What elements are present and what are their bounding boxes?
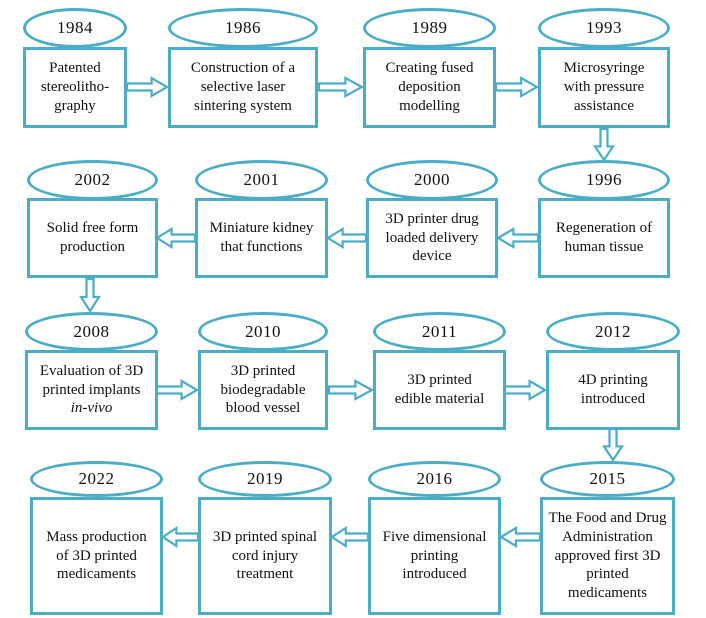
milestone-box-1986: Construction of a selective laser sinter… — [168, 47, 318, 128]
milestone-2010: 2010 3D printed biodegradable blood vess… — [198, 312, 328, 430]
milestone-1996: 1996 Regeneration of human tissue — [538, 160, 670, 278]
milestone-2015: 2015 The Food and Drug Administration ap… — [540, 461, 675, 615]
year-label: 1996 — [586, 170, 622, 189]
milestone-2000: 2000 3D printer drug loaded delivery dev… — [366, 160, 498, 278]
milestone-label: Miniature kidney that functions — [209, 220, 314, 255]
year-ellipse-2012: 2012 — [546, 312, 680, 351]
arrow-2012-to-2015-icon — [603, 429, 623, 461]
milestone-box-2008: Evaluation of 3D printed implants in-vivo — [25, 350, 158, 430]
arrow-2019-to-2022-icon — [162, 527, 198, 547]
milestone-box-2002: Solid free form production — [27, 198, 158, 278]
arrow-2000-to-2001-icon — [327, 228, 366, 248]
milestone-label: 4D printing introduced — [578, 372, 648, 407]
year-ellipse-2001: 2001 — [195, 160, 328, 200]
milestone-label: Construction of a selective laser sinter… — [190, 60, 296, 114]
milestone-box-2015: The Food and Drug Administration approve… — [540, 497, 675, 615]
year-ellipse-2011: 2011 — [373, 312, 506, 351]
milestone-2019: 2019 3D printed spinal cord injury treat… — [198, 461, 332, 615]
year-ellipse-1993: 1993 — [538, 8, 670, 48]
year-label: 2019 — [247, 469, 283, 488]
milestone-2002: 2002 Solid free form production — [27, 160, 158, 278]
milestone-label-italic: in-vivo — [70, 400, 113, 417]
milestone-label: Five dimensional printing introduced — [382, 528, 487, 583]
year-label: 2002 — [74, 170, 111, 189]
milestone-box-1996: Regeneration of human tissue — [538, 198, 670, 278]
milestone-1989: 1989 Creating fused deposition modelling — [363, 8, 496, 128]
milestone-box-2019: 3D printed spinal cord injury treatment — [198, 497, 332, 615]
year-ellipse-2015: 2015 — [540, 461, 675, 497]
milestone-box-1993: Microsyringe with pressure assistance — [538, 47, 670, 128]
arrow-1984-to-1986-icon — [127, 77, 168, 97]
year-ellipse-1986: 1986 — [168, 8, 318, 48]
milestone-box-2011: 3D printed edible material — [373, 350, 506, 430]
year-label: 2011 — [421, 321, 458, 341]
milestone-1993: 1993 Microsyringe with pressure assistan… — [538, 8, 670, 128]
milestone-box-1989: Creating fused deposition modelling — [363, 47, 496, 128]
year-label: 1986 — [225, 18, 261, 37]
year-label: 1984 — [57, 18, 93, 37]
year-ellipse-1984: 1984 — [23, 8, 127, 48]
milestone-2008: 2008 Evaluation of 3D printed implants in… — [25, 312, 158, 430]
milestone-2016: 2016 Five dimensional printing introduce… — [368, 461, 501, 615]
milestone-label: Solid free form production — [46, 220, 139, 255]
milestone-1986: 1986 Construction of a selective laser s… — [168, 8, 318, 128]
milestone-label: Evaluation of 3D printed implants — [39, 362, 144, 398]
milestone-box-2022: Mass production of 3D printed medicament… — [30, 497, 163, 615]
milestone-label: Regeneration of human tissue — [555, 220, 653, 255]
milestone-label: 3D printer drug loaded delivery device — [385, 210, 479, 265]
year-label: 2010 — [245, 321, 281, 341]
year-label: 2001 — [243, 170, 280, 189]
arrow-1996-to-2000-icon — [497, 228, 538, 248]
arrow-1993-to-1996-icon — [594, 129, 614, 161]
year-label: 2022 — [78, 469, 115, 488]
arrow-2011-to-2012-icon — [505, 380, 546, 400]
milestone-box-2001: Miniature kidney that functions — [195, 198, 328, 278]
year-label: 2000 — [414, 170, 450, 189]
milestone-2011: 2011 3D printed edible material — [373, 312, 506, 430]
milestone-label: Mass production of 3D printed medicament… — [46, 528, 147, 583]
year-label: 2016 — [416, 469, 453, 488]
year-ellipse-2022: 2022 — [30, 461, 163, 497]
year-ellipse-1996: 1996 — [538, 160, 670, 200]
year-ellipse-2002: 2002 — [27, 160, 158, 200]
arrow-2001-to-2002-icon — [156, 228, 195, 248]
year-label: 2015 — [589, 469, 626, 488]
year-label: 2012 — [595, 321, 631, 341]
arrow-1989-to-1993-icon — [496, 77, 538, 97]
milestone-label: Microsyringe with pressure assistance — [563, 60, 645, 114]
milestone-label: 3D printed biodegradable blood vessel — [220, 362, 306, 417]
milestone-label: The Food and Drug Administration approve… — [548, 509, 667, 602]
milestone-label: Patented stereolitho- graphy — [40, 60, 110, 114]
year-label: 2008 — [73, 321, 110, 341]
milestone-2012: 2012 4D printing introduced — [546, 312, 680, 430]
milestone-label: 3D printed spinal cord injury treatment — [212, 528, 318, 583]
arrow-2015-to-2016-icon — [500, 527, 540, 547]
year-ellipse-2019: 2019 — [198, 461, 332, 497]
year-label: 1989 — [411, 18, 448, 37]
year-ellipse-1989: 1989 — [363, 8, 496, 48]
milestone-box-2010: 3D printed biodegradable blood vessel — [198, 350, 328, 430]
milestone-box-2000: 3D printer drug loaded delivery device — [366, 198, 498, 278]
arrow-1986-to-1989-icon — [319, 77, 363, 97]
milestone-2001: 2001 Miniature kidney that functions — [195, 160, 328, 278]
year-ellipse-2000: 2000 — [366, 160, 498, 200]
arrow-2002-to-2008-icon — [80, 279, 100, 312]
year-ellipse-2010: 2010 — [198, 312, 328, 351]
arrow-2008-to-2010-icon — [157, 380, 198, 400]
milestone-label: Creating fused deposition modelling — [385, 60, 474, 114]
milestone-2022: 2022 Mass production of 3D printed medic… — [30, 461, 163, 615]
milestone-box-2012: 4D printing introduced — [546, 350, 680, 430]
milestone-1984: 1984 Patented stereolitho- graphy — [23, 8, 127, 128]
milestone-label: 3D printed edible material — [394, 372, 485, 407]
year-ellipse-2008: 2008 — [25, 312, 158, 351]
milestone-box-2016: Five dimensional printing introduced — [368, 497, 501, 615]
arrow-2010-to-2011-icon — [329, 380, 373, 400]
milestone-box-1984: Patented stereolitho- graphy — [23, 47, 127, 128]
year-ellipse-2016: 2016 — [368, 461, 501, 497]
year-label: 1993 — [586, 18, 622, 37]
arrow-2016-to-2019-icon — [331, 527, 368, 547]
